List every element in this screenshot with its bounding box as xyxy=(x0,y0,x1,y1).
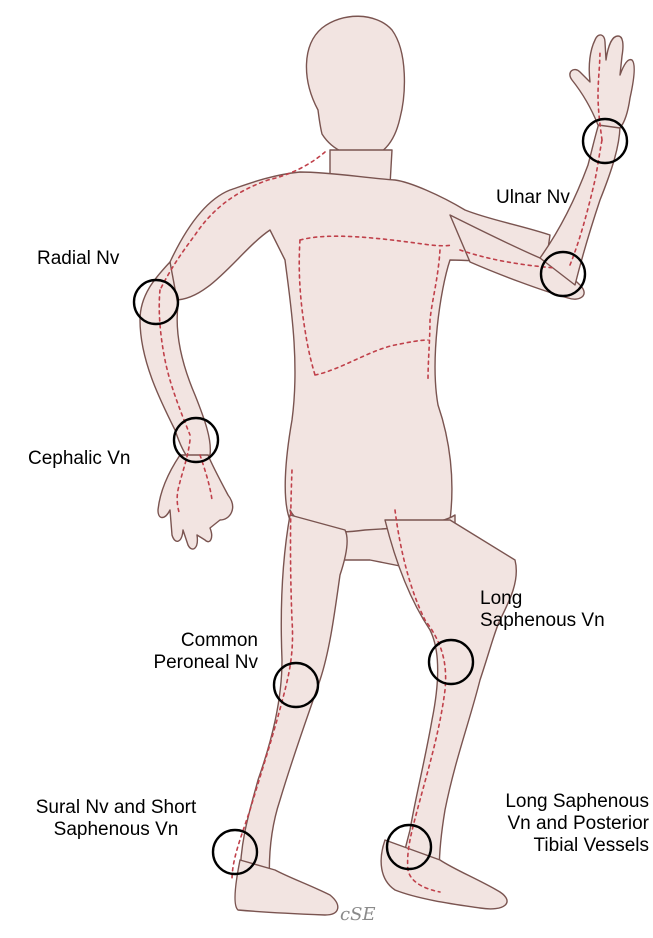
label-long-saph-line2: Saphenous Vn xyxy=(480,610,605,632)
label-lsv-post-line1: Long Saphenous xyxy=(462,791,649,813)
label-common-per-line1: Common xyxy=(126,630,258,652)
label-lsv-post-line2: Vn and Posterior xyxy=(462,813,649,835)
right-leg xyxy=(240,515,347,895)
body-figure xyxy=(140,16,634,915)
artist-signature: cSE xyxy=(340,904,376,925)
left-hand xyxy=(158,455,233,549)
head xyxy=(306,16,404,157)
label-cephalic-line: Cephalic Vn xyxy=(28,448,130,470)
label-radial-line: Radial Nv xyxy=(37,248,119,270)
label-ulnar-line: Ulnar Nv xyxy=(496,187,570,209)
label-sural-line2: Saphenous Vn xyxy=(8,819,224,841)
label-cephalic-vn: Cephalic Vn xyxy=(28,448,130,470)
label-radial-nv: Radial Nv xyxy=(37,248,119,270)
label-lsv-post-line3: Tibial Vessels xyxy=(462,835,649,857)
label-long-saphenous-posterior-tibial: Long Saphenous Vn and Posterior Tibial V… xyxy=(462,791,649,857)
label-common-per-line2: Peroneal Nv xyxy=(126,652,258,674)
label-common-peroneal-nv: Common Peroneal Nv xyxy=(126,630,258,674)
right-hand xyxy=(570,35,634,128)
label-long-saphenous-vn: Long Saphenous Vn xyxy=(480,588,605,632)
label-long-saph-line1: Long xyxy=(480,588,605,610)
torso xyxy=(170,172,550,540)
label-sural-line1: Sural Nv and Short xyxy=(8,797,224,819)
label-ulnar-nv: Ulnar Nv xyxy=(496,187,570,209)
label-sural-nv: Sural Nv and Short Saphenous Vn xyxy=(8,797,224,841)
